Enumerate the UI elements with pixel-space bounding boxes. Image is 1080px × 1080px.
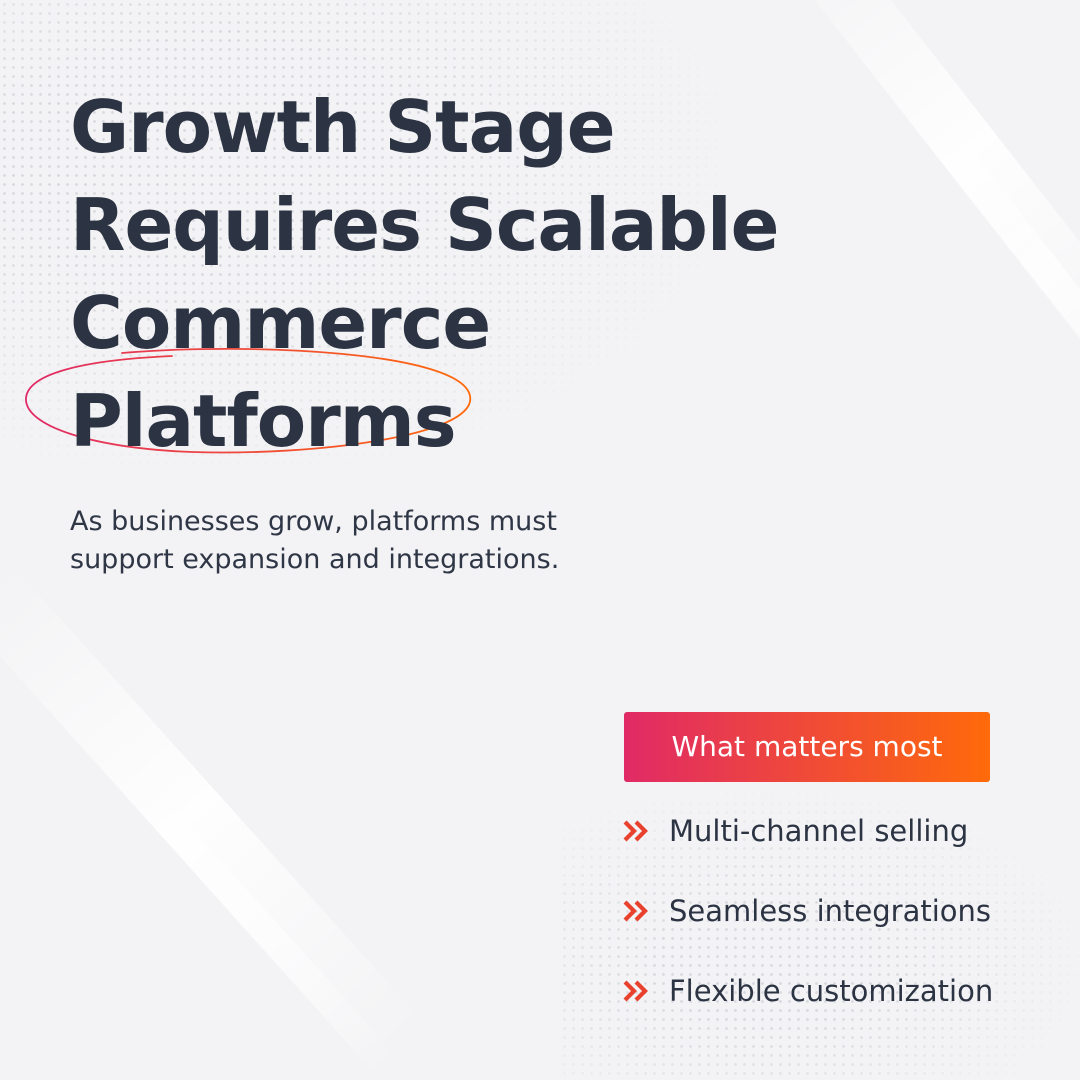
feature-label: Seamless integrations — [669, 894, 992, 928]
list-item: Flexible customization — [622, 966, 993, 1016]
headline-line-2: Requires Scalable — [70, 183, 779, 267]
light-streak — [0, 561, 424, 1069]
subtitle-line-2: support expansion and integrations. — [70, 544, 560, 575]
feature-list: Multi-channel selling Seamless integrati… — [622, 806, 993, 1046]
headline-line-1: Growth Stage — [70, 85, 616, 169]
light-streak — [896, 84, 1080, 466]
feature-label: Multi-channel selling — [669, 814, 969, 848]
hand-drawn-ellipse — [25, 347, 471, 454]
headline: Growth Stage Requires Scalable Commerce … — [25, 78, 779, 470]
double-chevron-right-icon — [623, 980, 648, 1002]
list-item: Seamless integrations — [622, 886, 993, 936]
double-chevron-right-icon — [623, 900, 648, 922]
subtitle: As businesses grow, platforms must suppo… — [70, 503, 690, 579]
double-chevron-right-icon — [623, 820, 648, 842]
what-matters-badge: What matters most — [624, 712, 990, 782]
light-streak — [773, 0, 1080, 390]
headline-line-4: Platforms — [25, 347, 778, 470]
light-streak — [99, 748, 401, 1080]
highlighted-word-wrap: Platforms — [25, 347, 471, 470]
highlighted-word: Platforms — [70, 379, 457, 463]
feature-label: Flexible customization — [669, 974, 994, 1008]
subtitle-line-1: As businesses grow, platforms must — [70, 506, 557, 537]
list-item: Multi-channel selling — [622, 806, 993, 856]
